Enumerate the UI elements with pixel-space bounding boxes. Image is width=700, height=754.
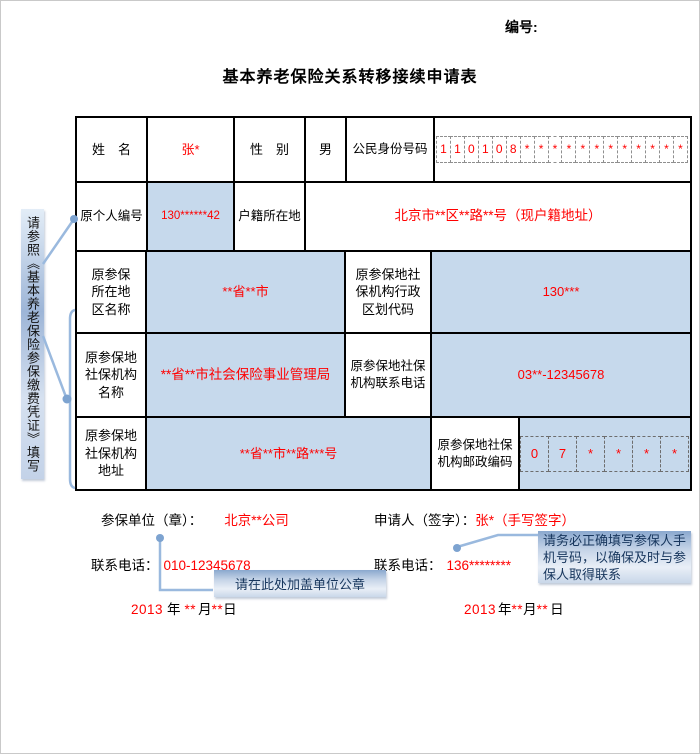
postal-digit-box[interactable]: 0 (520, 435, 549, 472)
date-day-value[interactable]: ** (536, 602, 549, 617)
gender-value-field[interactable]: 男 (305, 117, 346, 182)
phone-instruction-callout: 请务必正确填写参保人手机号码，以确保及时与参保人取得联系 (538, 531, 691, 583)
id-digit-box[interactable]: * (519, 136, 535, 163)
id-digit-box[interactable]: 1 (436, 136, 451, 163)
id-digit-box[interactable]: 1 (477, 136, 493, 163)
personal-number-label: 原个人编号 (76, 182, 147, 251)
connector-dot (453, 544, 461, 552)
name-label: 姓 名 (76, 117, 147, 182)
id-digit-box[interactable]: 0 (463, 136, 479, 163)
seal-instruction-callout: 请在此处加盖单位公章 (214, 570, 386, 597)
sidebar-instruction-text: 请参照《基本养老保险参保缴费凭证》填写 (25, 215, 40, 473)
id-digit-box[interactable]: * (547, 136, 563, 163)
region-name-label: 原参保 所在地 区名称 (76, 251, 146, 333)
id-digit-box[interactable]: 1 (449, 136, 465, 163)
residence-label: 户籍所在地 (234, 182, 305, 251)
date-month-value[interactable]: ** (511, 602, 524, 617)
admin-code-field[interactable]: 130*** (431, 251, 691, 333)
personal-number-field[interactable]: 130******42 (147, 182, 234, 251)
application-form-table: 姓 名 张* 性 别 男 公民身份号码 1 1 0 1 0 8 * * * * … (75, 116, 692, 491)
id-digit-box[interactable]: * (561, 136, 577, 163)
doc-number-label: 编号: (505, 19, 538, 35)
connector-dot (156, 534, 164, 542)
unit-phone-label: 联系电话： (91, 558, 159, 573)
insured-unit-label: 参保单位（章）： (101, 513, 203, 528)
id-digit-box[interactable]: 8 (505, 136, 521, 163)
form-title: 基本养老保险关系转移接续申请表 (222, 69, 478, 86)
date-month-value[interactable]: ** (184, 602, 197, 617)
citizen-id-label: 公民身份号码 (346, 117, 434, 182)
postal-digit-box[interactable]: * (632, 435, 661, 472)
postal-digit-boxes: 0 7 * * * * (520, 435, 689, 472)
applicant-line: 申请人（签字）：张*（手写签字） (374, 509, 575, 529)
id-digit-box[interactable]: * (589, 136, 605, 163)
date-day-unit: 日 (550, 602, 564, 617)
citizen-id-digit-boxes: 1 1 0 1 0 8 * * * * * * * * * * * * (436, 136, 688, 163)
agency-phone-label: 原参保地社保 机构联系电话 (345, 333, 431, 417)
agency-name-label: 原参保地 社保机构 名称 (76, 333, 146, 417)
postal-code-field[interactable]: 0 7 * * * * (519, 417, 691, 490)
applicant-phone-value[interactable]: 136******** (446, 558, 512, 573)
insured-unit-value[interactable]: 北京**公司 (224, 513, 289, 528)
agency-address-label: 原参保地 社保机构 地址 (76, 417, 146, 490)
date-day-unit: 日 (223, 602, 237, 617)
admin-code-label: 原参保地社 保机构行政 区划代码 (345, 251, 431, 333)
id-digit-box[interactable]: * (603, 136, 619, 163)
date-year[interactable]: 2013 (131, 602, 164, 617)
agency-name-field[interactable]: **省**市社会保险事业管理局 (146, 333, 345, 417)
id-digit-box[interactable]: * (645, 136, 660, 163)
id-digit-box[interactable]: * (533, 136, 549, 163)
date-year[interactable]: 2013 (464, 602, 497, 617)
connector-line-phone-note (456, 533, 538, 549)
date-month-unit: 月 (523, 602, 537, 617)
id-digit-box[interactable]: * (672, 136, 688, 163)
postal-code-label: 原参保地社保 机构邮政编码 (431, 417, 519, 490)
agency-address-field[interactable]: **省**市**路***号 (146, 417, 431, 490)
date-month-unit: 月 (198, 602, 212, 617)
id-digit-box[interactable]: * (659, 136, 674, 163)
date-year-unit: 年 (498, 602, 512, 617)
postal-digit-box[interactable]: * (604, 435, 633, 472)
id-digit-box[interactable]: * (617, 136, 633, 163)
date-day-value[interactable]: ** (211, 602, 224, 617)
residence-field[interactable]: 北京市**区**路**号（现户籍地址） (305, 182, 691, 251)
gender-label: 性 别 (234, 117, 305, 182)
id-digit-box[interactable]: * (575, 136, 591, 163)
date-year-unit: 年 (167, 602, 181, 617)
insured-unit-line: 参保单位（章）： 北京**公司 (101, 509, 289, 529)
agency-phone-field[interactable]: 03**-12345678 (431, 333, 691, 417)
postal-digit-box[interactable]: 7 (548, 435, 577, 472)
applicant-phone-line: 联系电话： 136******** (374, 554, 511, 574)
sidebar-instruction-callout: 请参照《基本养老保险参保缴费凭证》填写 (21, 209, 44, 479)
connector-line-personal-number (41, 218, 76, 265)
applicant-phone-label: 联系电话： (374, 558, 442, 573)
postal-digit-box[interactable]: * (576, 435, 605, 472)
connector-line-agency-rows (41, 335, 68, 398)
citizen-id-field[interactable]: 1 1 0 1 0 8 * * * * * * * * * * * * (434, 117, 691, 182)
name-value-field[interactable]: 张* (147, 117, 234, 182)
id-digit-box[interactable]: 0 (491, 136, 507, 163)
connector-dot (62, 394, 72, 404)
region-name-field[interactable]: **省**市 (146, 251, 345, 333)
applicant-signature-value[interactable]: 张*（手写签字） (475, 513, 576, 528)
applicant-label: 申请人（签字）： (374, 513, 476, 528)
id-digit-box[interactable]: * (631, 136, 647, 163)
postal-digit-box[interactable]: * (660, 435, 689, 472)
